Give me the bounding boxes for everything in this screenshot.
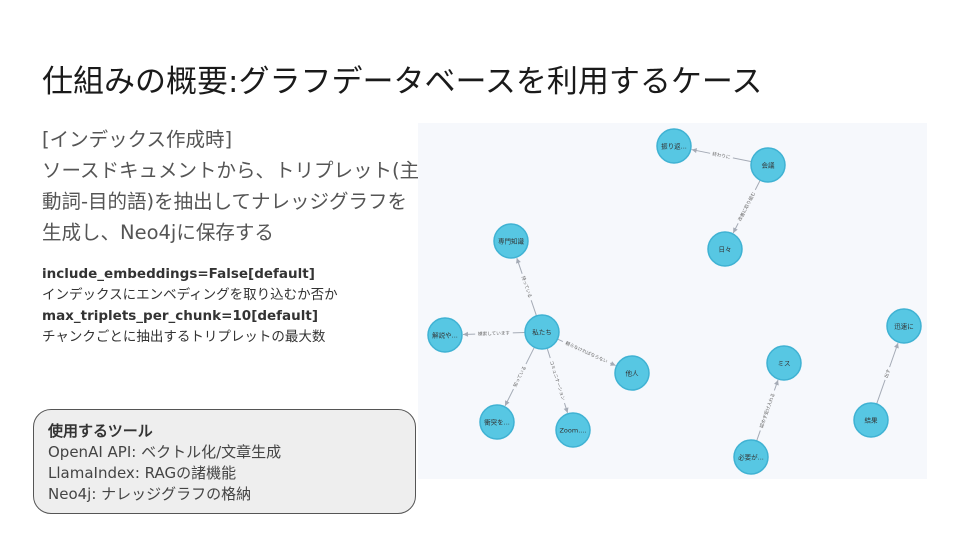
node-label: ミス xyxy=(778,360,791,368)
edge-label: 出す xyxy=(883,368,893,379)
graph-node[interactable]: 解説や... xyxy=(427,317,463,353)
tool-item: OpenAI API: ベクトル化/文章生成 xyxy=(48,443,282,461)
graph-node[interactable]: 会議 xyxy=(750,147,786,183)
edge-label: 知っている xyxy=(512,365,528,388)
edge-label: 頼らなければならない xyxy=(564,340,609,366)
node-circle[interactable] xyxy=(479,404,515,440)
node-circle[interactable] xyxy=(886,308,922,344)
description-line: 生成し、Neo4jに保存する xyxy=(42,221,274,244)
graph-edge: 認めず受け入れる xyxy=(756,379,779,442)
edge-label-background xyxy=(561,338,612,367)
node-label: 会議 xyxy=(762,161,776,170)
graph-node[interactable]: 日々 xyxy=(707,231,743,267)
graph-edge: コミュニケーション xyxy=(546,348,569,413)
edge-label: 終わりに xyxy=(712,150,732,161)
graph-node[interactable]: 衝突を... xyxy=(479,404,515,440)
edge-label: 認めず受け入れる xyxy=(758,392,777,429)
edge-label-background xyxy=(546,356,568,405)
node-circle[interactable] xyxy=(614,355,650,391)
graph-edge: 改善に取り組む xyxy=(732,179,761,234)
node-circle[interactable] xyxy=(750,147,786,183)
tool-item: LlamaIndex: RAGの諸機能 xyxy=(48,464,237,482)
edge-label: コミュニケーション xyxy=(548,360,567,402)
graph-node[interactable]: 私たち xyxy=(524,314,560,350)
edge-arrowhead xyxy=(774,379,779,386)
node-circle[interactable] xyxy=(733,439,769,475)
edge-label-background xyxy=(757,389,778,432)
node-circle[interactable] xyxy=(524,314,560,350)
graph-node[interactable]: 結果 xyxy=(853,402,889,438)
node-label: 結果 xyxy=(865,416,879,425)
graph-edge: 出す xyxy=(876,342,899,405)
graph-node[interactable]: 必要が... xyxy=(733,439,769,475)
graph-node[interactable]: 他人 xyxy=(614,355,650,391)
tools-heading: 使用するツール xyxy=(48,422,153,440)
tool-item: Neo4j: ナレッジグラフの格納 xyxy=(48,485,252,503)
edge-label-background xyxy=(881,365,893,382)
edge-label: 改善に取り組む xyxy=(736,190,757,222)
graph-edge: 知っている xyxy=(504,346,535,407)
node-label: 必要が... xyxy=(738,453,764,462)
param-key: max_triplets_per_chunk=10[default] xyxy=(42,308,319,324)
node-circle[interactable] xyxy=(766,345,802,381)
node-label: 専門知識 xyxy=(498,237,525,246)
parameter-list: include_embeddings=False[default] インデックス… xyxy=(42,264,338,348)
node-circle[interactable] xyxy=(493,223,529,259)
param-key: include_embeddings=False[default] xyxy=(42,266,315,282)
edge-label-background xyxy=(518,272,535,302)
graph-edge: 頼らなければならない xyxy=(557,338,616,367)
edge-arrowhead xyxy=(610,361,616,366)
graph-node[interactable]: 振り返... xyxy=(656,128,692,164)
edge-label-background xyxy=(475,329,513,338)
edge-label-background xyxy=(709,149,734,162)
param-description: チャンクごとに抽出するトリプレットの最大数 xyxy=(42,329,326,345)
graph-node[interactable]: 迅速に xyxy=(886,308,922,344)
node-circle[interactable] xyxy=(853,402,889,438)
node-label: 他人 xyxy=(626,369,640,378)
description-line: [インデックス作成時] xyxy=(42,128,233,151)
param-description: インデックスにエンベディングを取り込むか否か xyxy=(42,287,338,303)
description-line: ソースドキュメントから、トリプレット(主語- xyxy=(42,159,446,182)
node-label: 日々 xyxy=(719,246,732,254)
graph-node[interactable]: Zoom.... xyxy=(555,412,591,448)
node-label: 衝突を... xyxy=(484,418,510,427)
edge-arrowhead xyxy=(691,148,698,154)
edge-arrowhead xyxy=(505,400,510,406)
edge-arrowhead xyxy=(563,407,569,413)
graph-node[interactable]: 専門知識 xyxy=(493,223,529,259)
node-label: 振り返... xyxy=(661,142,687,151)
edge-arrowhead xyxy=(462,331,469,337)
edge-label: 模索しています xyxy=(478,329,511,337)
graph-edge: 持っている xyxy=(516,257,537,317)
edge-arrowhead xyxy=(733,227,738,233)
node-label: Zoom.... xyxy=(559,427,586,435)
graph-edge: 終わりに xyxy=(691,148,752,163)
node-circle[interactable] xyxy=(656,128,692,164)
description-line: 動詞-目的語)を抽出してナレッジグラフを xyxy=(42,190,408,213)
tools-box: 使用するツール OpenAI API: ベクトル化/文章生成 LlamaInde… xyxy=(33,409,416,514)
edge-label-background xyxy=(735,188,759,225)
graph-node[interactable]: ミス xyxy=(766,345,802,381)
edge-arrowhead xyxy=(894,342,899,349)
edge-label-background xyxy=(510,362,530,391)
graph-edge: 模索しています xyxy=(462,329,526,338)
node-label: 私たち xyxy=(532,328,552,337)
slide-title: 仕組みの概要:グラフデータベースを利用するケース xyxy=(42,64,763,100)
node-circle[interactable] xyxy=(707,231,743,267)
edge-arrowhead xyxy=(516,258,521,264)
node-label: 迅速に xyxy=(894,323,914,331)
description-text: [インデックス作成時] ソースドキュメントから、トリプレット(主語- 動詞-目的… xyxy=(42,124,446,248)
knowledge-graph-panel: 終わりに改善に取り組む持っている模索しています頼らなければならない知っている コミ… xyxy=(418,123,927,479)
node-label: 解説や... xyxy=(432,331,458,340)
node-circle[interactable] xyxy=(555,412,591,448)
node-circle[interactable] xyxy=(427,317,463,353)
